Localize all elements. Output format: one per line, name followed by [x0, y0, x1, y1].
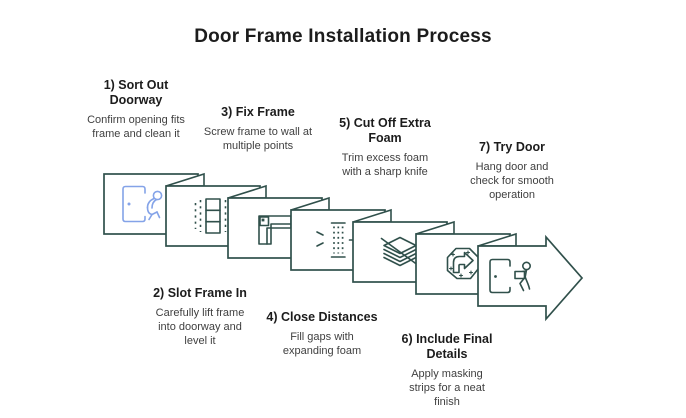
step-1: 1) Sort Out Doorway Confirm opening fits… [76, 78, 196, 141]
step-6: 6) Include Final Details Apply masking s… [395, 332, 499, 409]
step-3-heading: 3) Fix Frame [221, 105, 295, 119]
step-6-description: Apply masking strips for a neat finish [409, 367, 485, 409]
step-5-description: Trim excess foam with a sharp knife [341, 151, 429, 178]
step-4-heading: 4) Close Distances [266, 310, 378, 324]
step-3-description: Screw frame to wall at multiple points [203, 125, 313, 153]
step-1-description: Confirm opening fits frame and clean it [87, 113, 185, 140]
step-4-description: Fill gaps with expanding foam [282, 330, 362, 358]
step-7-heading: 7) Try Door [479, 140, 545, 154]
process-panel-7 [477, 232, 584, 322]
arrow-head [477, 234, 584, 322]
frame-slot-icon [194, 198, 232, 234]
step-3: 3) Fix Frame Screw frame to wall at mult… [196, 105, 320, 153]
step-5: 5) Cut Off Extra Foam Trim excess foam w… [331, 116, 439, 179]
door-carry-icon [489, 258, 532, 294]
step-5-heading: 5) Cut Off Extra Foam [339, 116, 431, 145]
step-1-heading: 1) Sort Out Doorway [103, 78, 169, 107]
step-4: 4) Close Distances Fill gaps with expand… [258, 310, 386, 358]
step-2: 2) Slot Frame In Carefully lift frame in… [148, 286, 252, 349]
foam-cut-icon [380, 236, 420, 267]
step-2-description: Carefully lift frame into doorway and le… [155, 306, 245, 348]
step-7-description: Hang door and check for smooth operation [470, 160, 554, 202]
step-6-heading: 6) Include Final Details [401, 332, 493, 361]
door-inspect-icon [122, 185, 163, 223]
step-7: 7) Try Door Hang door and check for smoo… [462, 140, 562, 203]
masking-strips-icon [446, 247, 480, 280]
diagram-title: Door Frame Installation Process [194, 26, 492, 47]
step-2-heading: 2) Slot Frame In [153, 286, 247, 300]
